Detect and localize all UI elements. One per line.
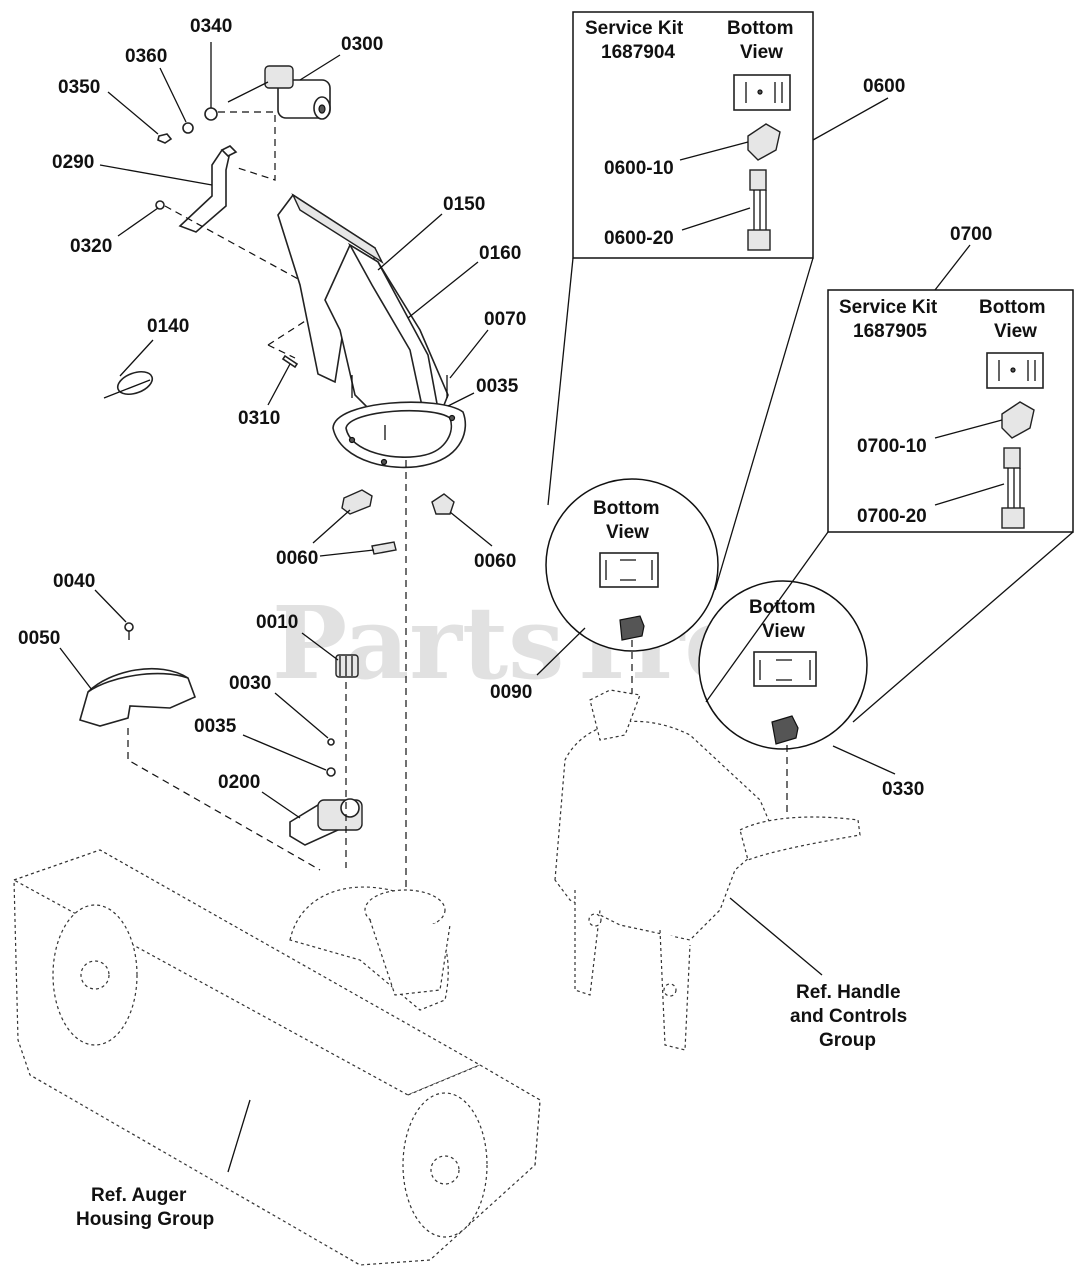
callout-0320: 0320 <box>70 236 112 257</box>
cable-tie-0140[interactable] <box>103 367 155 399</box>
detail-0330-line-1: Bottom <box>749 597 815 618</box>
service-kit-0700-box[interactable]: Service Kit 1687905 Bottom View <box>827 289 1074 533</box>
detail-0330-line-2: View <box>762 621 805 642</box>
callout-0160: 0160 <box>479 243 521 264</box>
gear-0010[interactable] <box>335 654 359 678</box>
washer-0035[interactable] <box>326 767 336 777</box>
reference-labels: Ref. Handle and Controls Group Ref. Auge… <box>76 982 907 1230</box>
callout-0350: 0350 <box>58 77 100 98</box>
callout-0010: 0010 <box>256 612 298 633</box>
callout-0090: 0090 <box>490 682 532 703</box>
chute-guides-0060[interactable] <box>341 489 455 555</box>
switch-0600-10[interactable] <box>747 123 781 161</box>
motor-0300[interactable] <box>227 65 331 120</box>
callout-0700-20: 0700-20 <box>857 506 927 527</box>
callout-0600-10: 0600-10 <box>604 158 674 179</box>
kit-0700-title-1: Service Kit <box>839 297 938 318</box>
callout-0310: 0310 <box>238 408 280 429</box>
kit-0700-view-1: Bottom <box>979 297 1045 318</box>
callout-0290: 0290 <box>52 152 94 173</box>
kit-0600-view-1: Bottom <box>727 18 793 39</box>
callout-labels: 0340 0300 0360 0350 0290 0320 0150 0160 … <box>18 16 992 800</box>
harness-0600-20[interactable] <box>747 169 771 251</box>
screw-0030[interactable] <box>327 738 335 746</box>
callout-0050: 0050 <box>18 628 60 649</box>
callout-0200: 0200 <box>218 772 260 793</box>
service-kit-0600-box[interactable]: Service Kit 1687904 Bottom View <box>572 11 814 259</box>
callout-0030: 0030 <box>229 673 271 694</box>
callout-0600: 0600 <box>863 76 905 97</box>
kit-0600-title-2: 1687904 <box>601 42 675 63</box>
switch-0090[interactable] <box>619 615 645 641</box>
kit-0600-view-2: View <box>740 42 783 63</box>
callout-0060-left: 0060 <box>276 548 318 569</box>
callout-0070: 0070 <box>484 309 526 330</box>
ref-handle-line-2: and Controls <box>790 1006 907 1027</box>
motor-0200[interactable] <box>289 798 363 846</box>
discharge-chute[interactable] <box>277 193 467 469</box>
nut-0350[interactable] <box>157 133 173 144</box>
cover-0050[interactable] <box>79 667 197 727</box>
callout-0340: 0340 <box>190 16 232 37</box>
pin-0310[interactable] <box>281 354 299 369</box>
switch-0700-10[interactable] <box>1001 401 1035 439</box>
ref-auger-line-1: Ref. Auger <box>91 1185 187 1206</box>
detail-circle-0330[interactable]: Bottom View <box>698 580 868 750</box>
auger-housing-ref[interactable] <box>12 849 541 1266</box>
washer-0360[interactable] <box>182 122 194 134</box>
chute-motor-assembly[interactable] <box>155 65 331 359</box>
detail-0090-line-1: Bottom <box>593 498 659 519</box>
kit-0700-view-2: View <box>994 321 1037 342</box>
kit-0700-title-2: 1687905 <box>853 321 927 342</box>
callout-0060-right: 0060 <box>474 551 516 572</box>
callout-0330: 0330 <box>882 779 924 800</box>
detail-circle-0090[interactable]: Bottom View <box>545 478 719 652</box>
callout-0040: 0040 <box>53 571 95 592</box>
ref-handle-line-1: Ref. Handle <box>796 982 901 1003</box>
handle-controls-ref[interactable] <box>554 689 861 1051</box>
detail-0330-bottom-view-icon <box>753 651 817 687</box>
harness-0700-20[interactable] <box>1001 447 1025 529</box>
nut-0320[interactable] <box>155 200 165 210</box>
bracket-0290[interactable] <box>178 149 231 233</box>
callout-0035-upper: 0035 <box>476 376 519 397</box>
callout-0300: 0300 <box>341 34 383 55</box>
washer-0340[interactable] <box>204 107 218 121</box>
ref-handle-line-3: Group <box>819 1030 876 1051</box>
callout-0140: 0140 <box>147 316 189 337</box>
callout-0700: 0700 <box>950 224 992 245</box>
bolt-0040[interactable] <box>124 622 134 632</box>
switch-0330[interactable] <box>771 715 799 745</box>
callout-0150: 0150 <box>443 194 485 215</box>
callout-0600-20: 0600-20 <box>604 228 674 249</box>
detail-0090-bottom-view-icon <box>599 552 659 588</box>
leader-lines <box>59 42 1005 1173</box>
ref-auger-line-2: Housing Group <box>76 1209 214 1230</box>
callout-0035-lower: 0035 <box>194 716 237 737</box>
callout-0700-10: 0700-10 <box>857 436 927 457</box>
detail-0090-line-2: View <box>606 522 649 543</box>
callout-0360: 0360 <box>125 46 167 67</box>
kit-0600-title-1: Service Kit <box>585 18 684 39</box>
